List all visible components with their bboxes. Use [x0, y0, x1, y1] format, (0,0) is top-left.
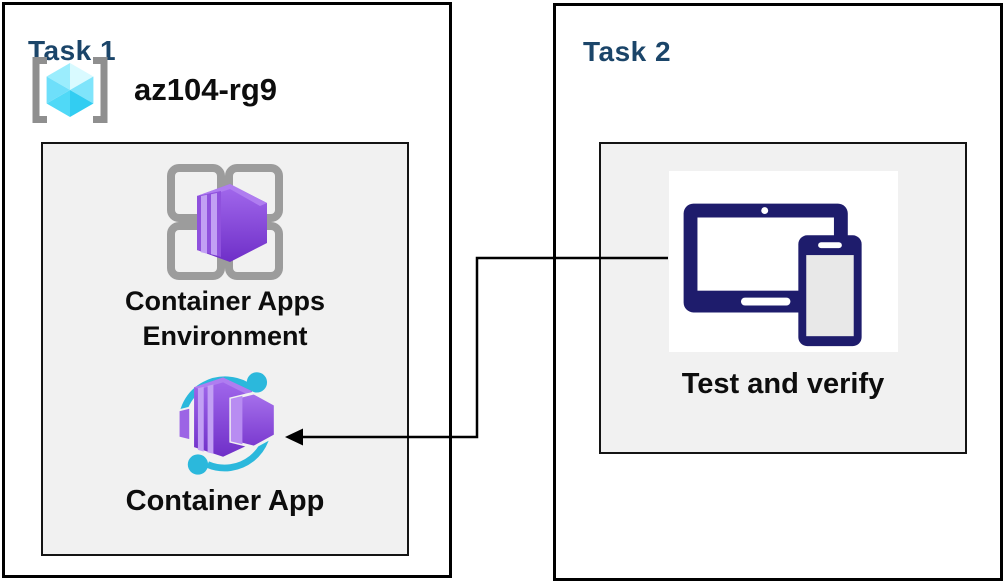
task1-box: Task 1 az104-rg9	[2, 2, 452, 578]
task2-box: Task 2 Test and verify	[553, 3, 1003, 581]
task2-inner-panel: Test and verify	[599, 142, 967, 454]
tablet-phone-icon	[683, 203, 862, 346]
node-container-app: Container App	[125, 364, 325, 519]
resource-group: az104-rg9	[28, 57, 277, 123]
container-app-label: Container App	[125, 485, 325, 517]
resource-group-icon	[32, 57, 108, 123]
container-apps-environment-label: Container Apps Environment	[124, 286, 325, 351]
resource-group-label: az104-rg9	[134, 72, 278, 107]
container-app-icon	[177, 372, 277, 475]
test-and-verify-label: Test and verify	[681, 368, 885, 400]
test-and-verify-card	[668, 171, 898, 352]
task1-inner-panel: Container Apps Environment	[41, 142, 409, 556]
node-container-apps-environment: Container Apps Environment	[75, 160, 375, 354]
container-apps-environment-icon	[167, 164, 283, 280]
task2-title: Task 2	[583, 36, 672, 68]
